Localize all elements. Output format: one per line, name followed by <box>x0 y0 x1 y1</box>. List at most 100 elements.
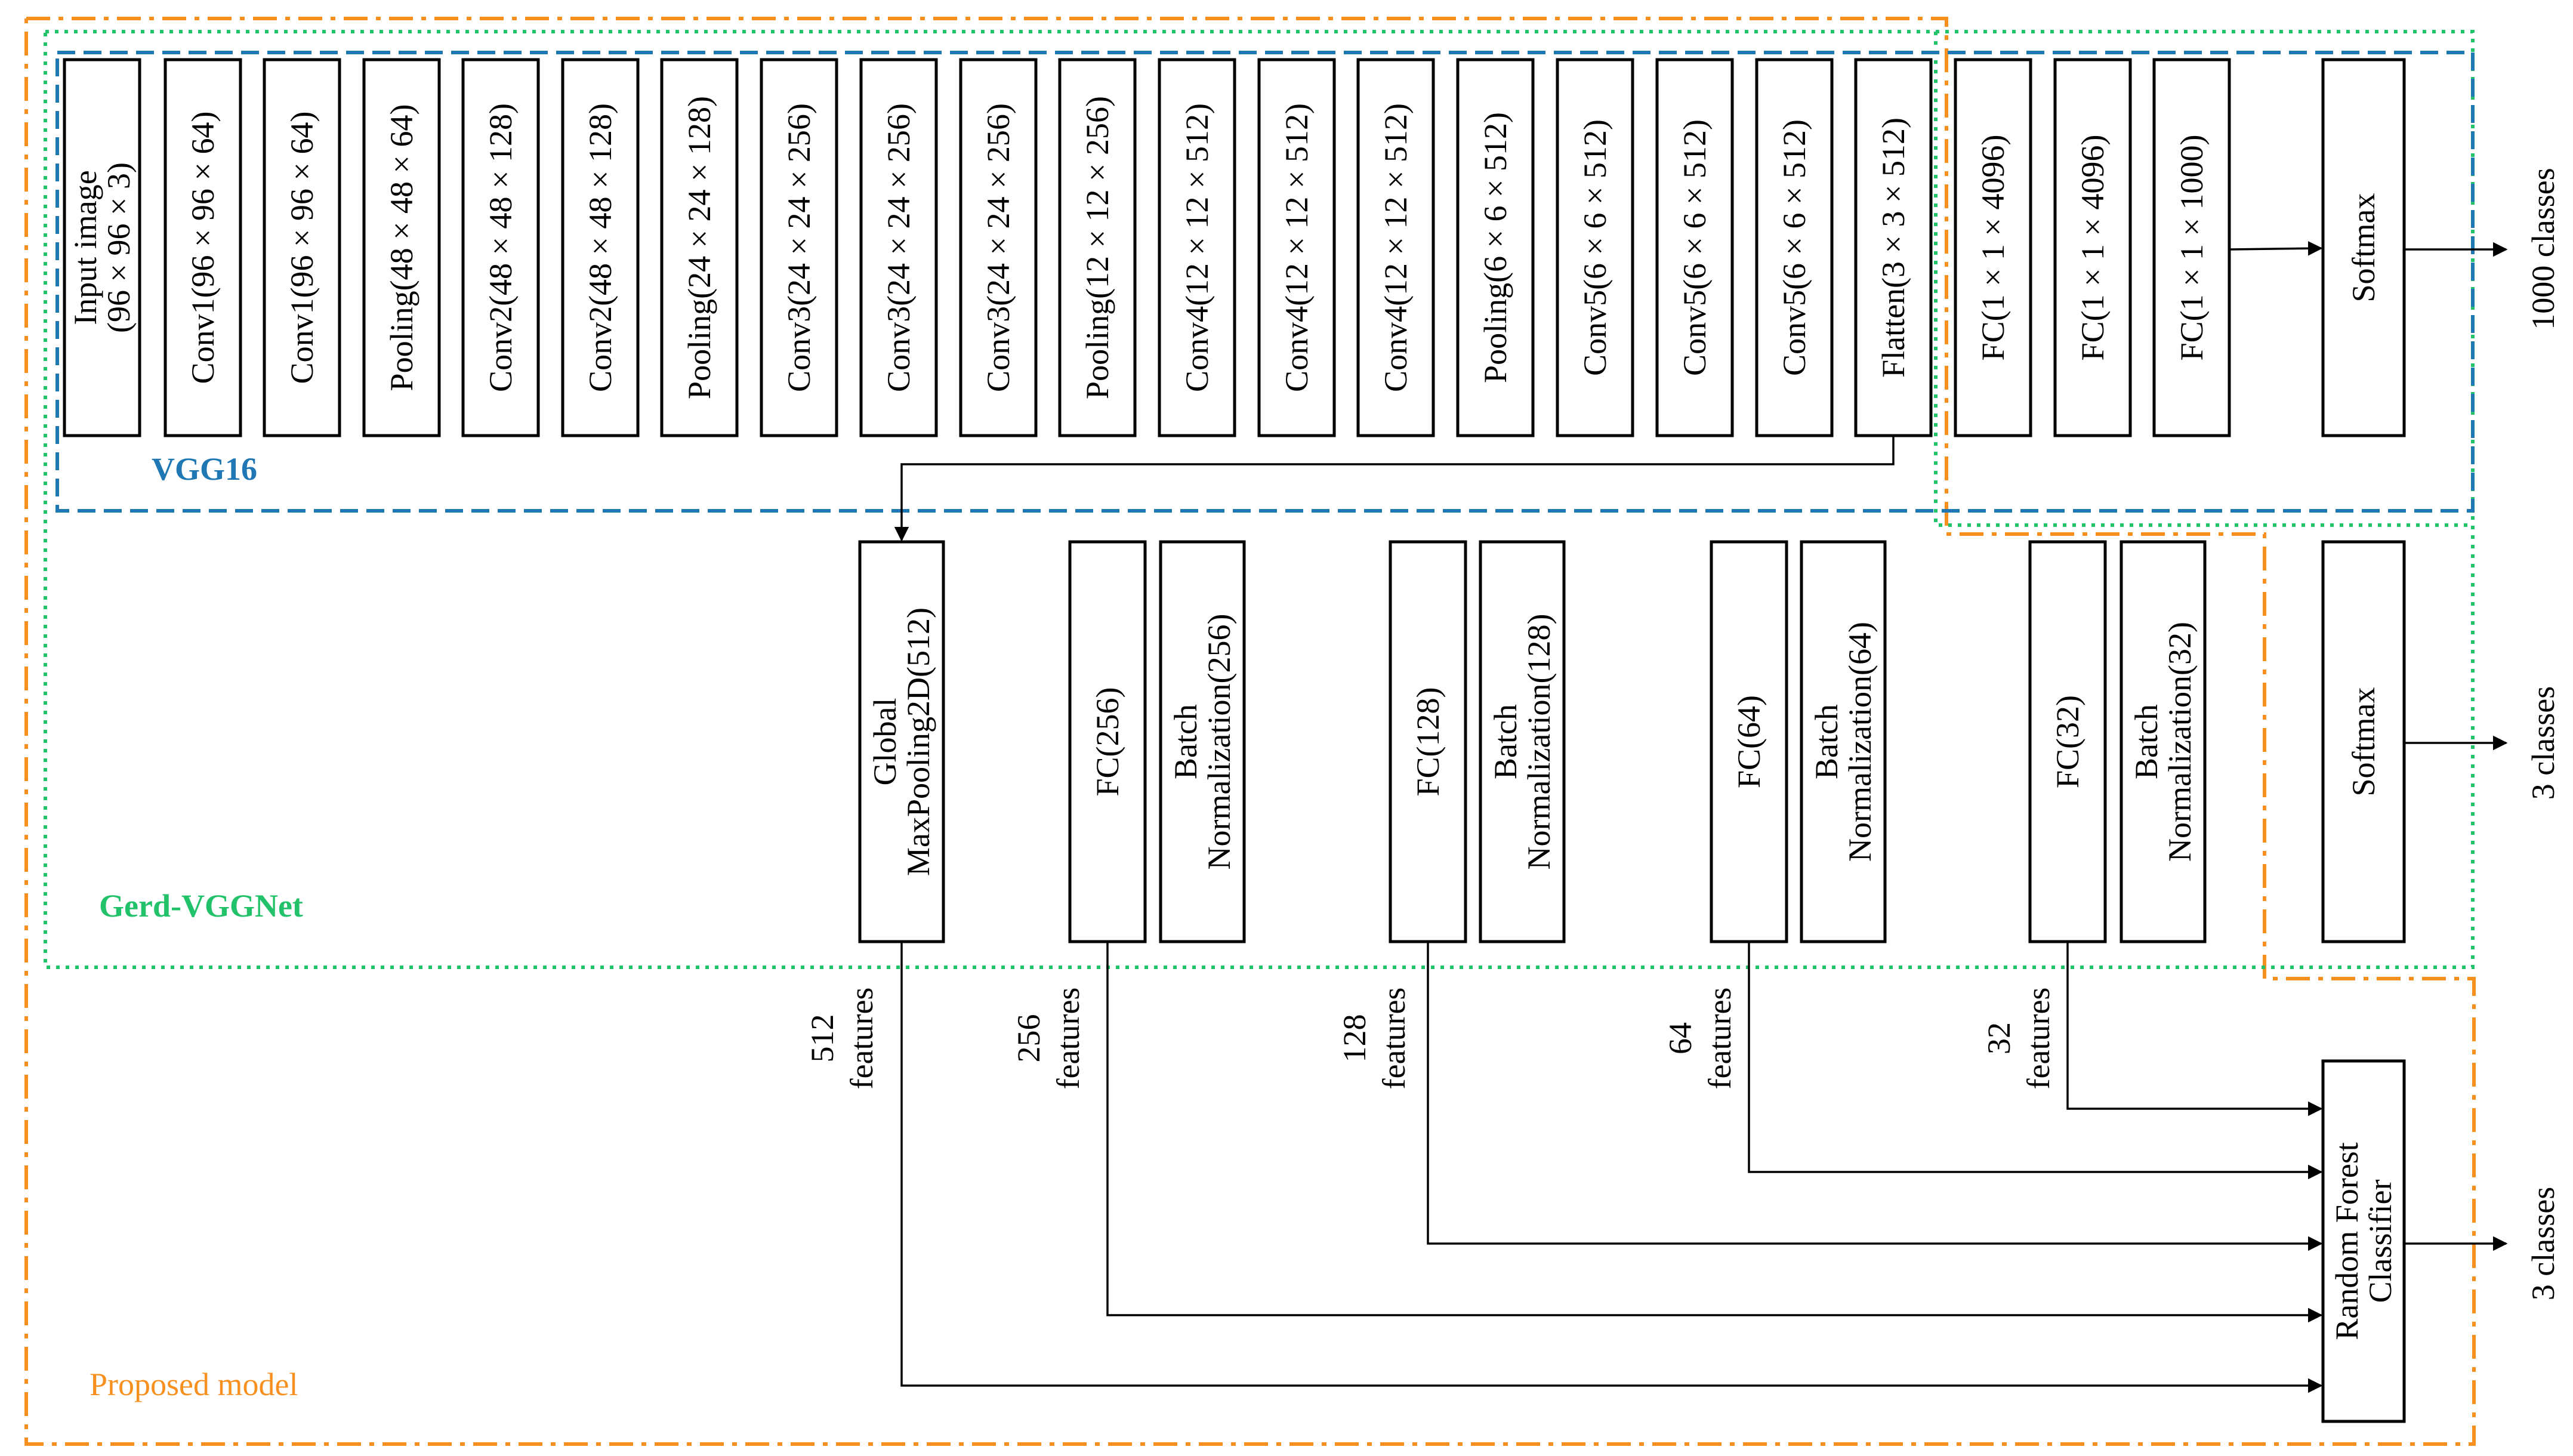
vgg16-layer-0-text: (96 × 96 × 3) <box>101 162 137 333</box>
vgg16-layer-3-text: Pooling(48 × 48 × 64) <box>384 104 419 391</box>
gerd-layer-1: FC(256) <box>1068 540 1147 943</box>
vgg16-layer-6-box <box>660 58 739 437</box>
vgg16-layer-8-box <box>859 58 938 437</box>
feature-arrow-4 <box>2066 942 2323 1116</box>
vgg16-layer-2-box <box>263 58 341 437</box>
feature-count-label-2: features <box>1376 988 1412 1090</box>
feature-count-label-0: 512 <box>804 1014 840 1063</box>
vgg16-layer-7-text: Conv3(24 × 24 × 256) <box>781 103 817 392</box>
vgg16-layer-5-box <box>561 58 640 437</box>
vgg16-layer-16-box <box>1655 58 1734 437</box>
vgg16-layer-16: Conv5(6 × 6 × 512) <box>1655 58 1734 437</box>
gerd-layer-2-box <box>1159 540 1246 943</box>
feature-count-label-1: features <box>1050 988 1086 1090</box>
vgg16-layer-3-box <box>362 58 441 437</box>
feature-count-label-4: features <box>2020 988 2056 1090</box>
vgg16-layer-20-text: FC(1 × 1 × 4096) <box>2075 135 2111 361</box>
vgg16-layer-1-text: Conv1(96 × 96 × 64) <box>185 112 221 384</box>
vgg16-softmax-text: Softmax <box>2346 193 2381 303</box>
random-forest-classifier-text: Random Forest <box>2329 1142 2365 1340</box>
vgg16-layer-16-text: Conv5(6 × 6 × 512) <box>1677 119 1713 376</box>
gerd-layer-7: FC(32) <box>2028 540 2107 943</box>
vgg16-softmax-box <box>2321 58 2406 437</box>
vgg16-layer-10-text: Pooling(12 × 12 × 256) <box>1079 96 1115 399</box>
vgg16-layer-15: Conv5(6 × 6 × 512) <box>1556 58 1634 437</box>
feature-count-label-3: features <box>1702 988 1738 1090</box>
feature-arrow-0 <box>900 942 2323 1393</box>
gerd-layer-6-text: Batch <box>1809 704 1844 779</box>
vgg16-layer-11-text: Conv4(12 × 12 × 512) <box>1179 103 1215 392</box>
vgg16-softmax: Softmax <box>2321 58 2406 437</box>
gerd-layer-0-text: Global <box>867 698 903 786</box>
vgg16-layer-9-text: Conv3(24 × 24 × 256) <box>980 103 1016 392</box>
vgg16-layer-3: Pooling(48 × 48 × 64) <box>362 58 441 437</box>
flatten-to-global-pool-arrow <box>894 436 1895 542</box>
vgg16-layer-13-text: Conv4(12 × 12 × 512) <box>1378 103 1414 392</box>
gerd-layer-3-box <box>1389 540 1467 943</box>
vgg16-layer-19-box <box>1954 58 2032 437</box>
random-forest-classifier-text: Classifier <box>2362 1180 2398 1303</box>
vgg16-layer-2-text: Conv1(96 × 96 × 64) <box>284 112 320 384</box>
fc-to-softmax-arrow <box>2229 241 2323 256</box>
vgg16-layer-0-box <box>63 58 141 437</box>
vgg16-layer-14-text: Pooling(6 × 6 × 512) <box>1477 112 1513 383</box>
gerd-layer-3-text: FC(128) <box>1410 687 1446 796</box>
vgg16-layer-17-text: Conv5(6 × 6 × 512) <box>1776 119 1812 376</box>
gerd-layer-6-text: Normalization(64) <box>1842 622 1878 862</box>
vgg16-layer-6: Pooling(24 × 24 × 128) <box>660 58 739 437</box>
feature-arrow-2 <box>1427 942 2323 1251</box>
vgg16-layer-13: Conv4(12 × 12 × 512) <box>1356 58 1435 437</box>
vgg16-layer-4: Conv2(48 × 48 × 128) <box>461 58 540 437</box>
vgg16-layer-8: Conv3(24 × 24 × 256) <box>859 58 938 437</box>
vgg16-layer-5-text: Conv2(48 × 48 × 128) <box>582 103 618 392</box>
feature-arrow-3 <box>1748 942 2323 1180</box>
vgg16-layer-18-text: Flatten(3 × 3 × 512) <box>1875 118 1911 378</box>
feature-count-label-1: 256 <box>1011 1014 1047 1063</box>
gerd-vggnet-layer-stack: GlobalMaxPooling2D(512)FC(256)BatchNorma… <box>858 540 2406 1423</box>
vgg16-layer-21: FC(1 × 1 × 1000) <box>2152 58 2231 437</box>
vgg16-layer-12-box <box>1257 58 1336 437</box>
gerd-layer-7-text: FC(32) <box>2050 695 2085 788</box>
gerd-softmax: Softmax <box>2321 540 2406 943</box>
vgg16-layer-10: Pooling(12 × 12 × 256) <box>1058 58 1137 437</box>
vgg16-layer-11: Conv4(12 × 12 × 512) <box>1158 58 1236 437</box>
vgg16-region <box>55 51 2475 513</box>
vgg16-layer-18-box <box>1854 58 1933 437</box>
vgg16-layer-13-box <box>1356 58 1435 437</box>
vgg16-layer-15-box <box>1556 58 1634 437</box>
vgg16-layer-21-text: FC(1 × 1 × 1000) <box>2174 135 2210 361</box>
feature-count-label-0: features <box>844 988 880 1090</box>
vgg16-layer-20: FC(1 × 1 × 4096) <box>2053 58 2132 437</box>
gerd-vggnet-region-upper-edge <box>1934 32 2473 527</box>
vgg16-layer-17-box <box>1755 58 1834 437</box>
vgg16-layer-12: Conv4(12 × 12 × 512) <box>1257 58 1336 437</box>
vgg16-layer-7: Conv3(24 × 24 × 256) <box>760 58 838 437</box>
gerd-layer-5: FC(64) <box>1710 540 1788 943</box>
vgg16-layer-9: Conv3(24 × 24 × 256) <box>959 58 1038 437</box>
vgg16-layer-1: Conv1(96 × 96 × 64) <box>163 58 242 437</box>
gerd-layer-8-text: Batch <box>2128 704 2164 779</box>
proposed-model-region <box>24 17 2476 1446</box>
gerd-layer-8-box <box>2120 540 2207 943</box>
vgg16-layer-2: Conv1(96 × 96 × 64) <box>263 58 341 437</box>
gerd-layer-6-box <box>1800 540 1887 943</box>
vgg16-layer-19: FC(1 × 1 × 4096) <box>1954 58 2032 437</box>
vgg16-layer-0: Input image(96 × 96 × 3) <box>63 58 141 437</box>
gerd-layer-1-text: FC(256) <box>1090 687 1125 796</box>
feature-count-label-3: 64 <box>1662 1022 1698 1054</box>
vgg16-output-label: 1000 classes <box>2525 168 2561 329</box>
feature-arrow-1 <box>1106 942 2323 1323</box>
vgg16-layer-15-text: Conv5(6 × 6 × 512) <box>1577 119 1613 376</box>
vgg16-layer-12-text: Conv4(12 × 12 × 512) <box>1279 103 1315 392</box>
vgg16-layer-11-box <box>1158 58 1236 437</box>
vgg16-label: VGG16 <box>152 451 257 487</box>
vgg16-layer-10-box <box>1058 58 1137 437</box>
vgg16-layer-8-text: Conv3(24 × 24 × 256) <box>881 103 917 392</box>
gerd-layer-2-text: Normalization(256) <box>1201 614 1237 870</box>
gerd-layer-3: FC(128) <box>1389 540 1467 943</box>
